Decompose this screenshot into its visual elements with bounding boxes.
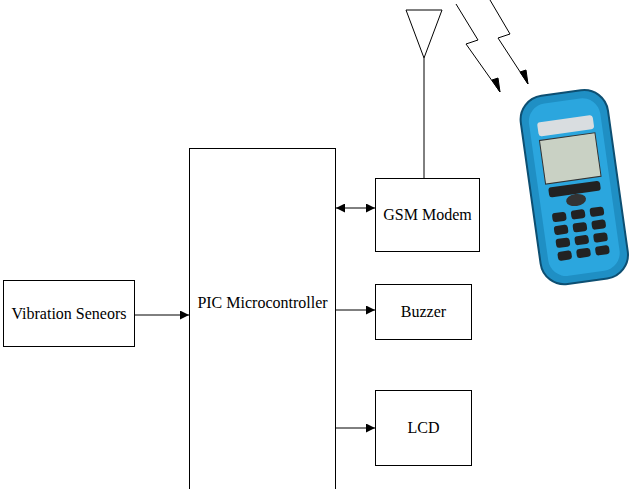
input-box: Vibration Seneors [3, 280, 135, 347]
signal-arrow [336, 428, 375, 429]
radio-waves [456, 0, 528, 92]
box-label: PIC Microcontroller [197, 293, 327, 312]
controller-box: PIC Microcontroller [189, 148, 336, 489]
signal-arrow [135, 315, 189, 316]
signal-arrow [336, 208, 375, 209]
box-label: Buzzer [401, 302, 446, 321]
signal-arrow [336, 310, 375, 311]
box-label: GSM Modem [383, 205, 471, 224]
antenna-symbol [406, 10, 442, 178]
box-label: LCD [408, 418, 440, 437]
output-box: Buzzer [375, 284, 472, 340]
display-box: LCD [375, 390, 472, 466]
box-label: Vibration Seneors [11, 304, 126, 323]
mobile-phone [517, 87, 631, 287]
modem-box: GSM Modem [375, 178, 480, 252]
